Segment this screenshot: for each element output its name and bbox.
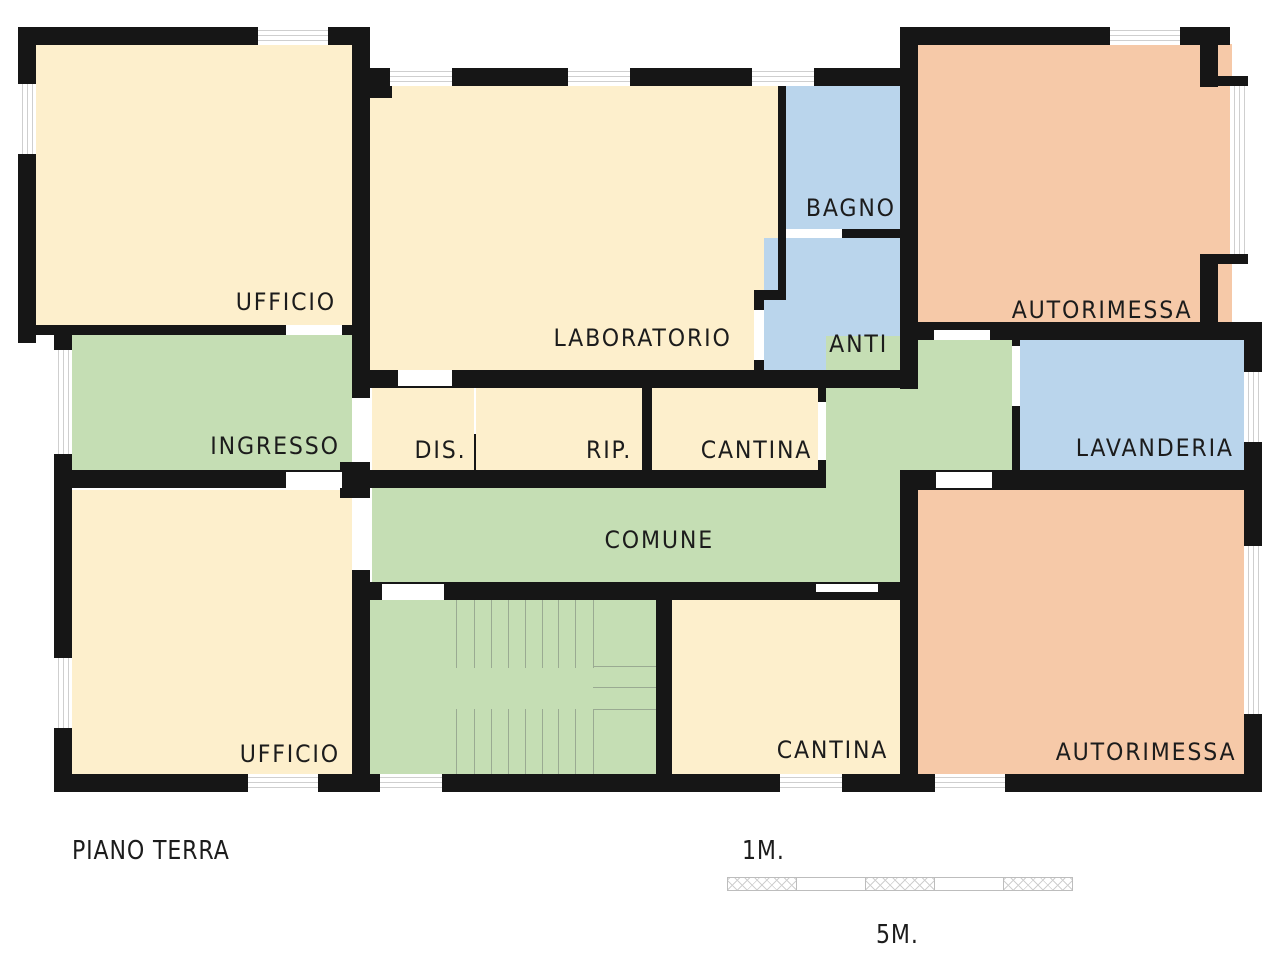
- door: [816, 584, 878, 592]
- wall: [900, 27, 1230, 45]
- scale-label-5m: 5M.: [876, 920, 919, 950]
- wall: [18, 27, 36, 343]
- wall: [1200, 76, 1248, 86]
- window: [752, 68, 814, 86]
- scale-segment: [866, 878, 935, 890]
- room-anti-ext: [786, 238, 902, 298]
- label-bagno: BAGNO: [805, 194, 896, 222]
- door: [352, 498, 370, 570]
- window: [935, 774, 1005, 792]
- door: [352, 398, 370, 462]
- room-bagno: [786, 86, 902, 230]
- window: [390, 68, 452, 86]
- scale-label-1m: 1M.: [742, 836, 785, 866]
- wall: [900, 322, 1262, 340]
- window: [1244, 372, 1262, 442]
- scale-segment: [935, 878, 1004, 890]
- wall: [656, 592, 672, 792]
- door: [286, 325, 342, 335]
- wall: [352, 370, 918, 388]
- door: [936, 472, 992, 488]
- window: [18, 84, 36, 154]
- label-ufficio-bottom: UFFICIO: [239, 740, 340, 768]
- wall: [360, 70, 392, 98]
- label-rip: RIP.: [585, 436, 632, 464]
- room-ufficio-bottom: [72, 490, 354, 774]
- window: [380, 774, 442, 792]
- door: [754, 310, 764, 360]
- wall: [1200, 27, 1218, 87]
- wall: [1244, 470, 1262, 546]
- window: [248, 774, 318, 792]
- wall: [754, 360, 764, 376]
- scale-segment: [797, 878, 866, 890]
- door: [398, 370, 452, 386]
- scale-segment: [1004, 878, 1072, 890]
- wall: [778, 86, 786, 298]
- window: [1230, 86, 1248, 254]
- door: [286, 472, 342, 488]
- wall: [900, 470, 918, 792]
- label-autorimessa-bottom: AUTORIMESSA: [1055, 738, 1236, 766]
- room-lavanderia: [1020, 340, 1244, 470]
- door: [786, 229, 842, 238]
- wall: [54, 774, 1262, 792]
- wall: [754, 290, 786, 300]
- room-autorimessa-bottom: [918, 490, 1244, 776]
- wall: [1200, 254, 1248, 264]
- room-stairs: [370, 600, 658, 776]
- room-rip: [476, 388, 642, 470]
- door: [934, 330, 990, 340]
- wall: [900, 27, 918, 389]
- window: [54, 350, 72, 454]
- window: [1244, 546, 1262, 714]
- wall: [340, 462, 370, 498]
- wall: [474, 434, 476, 470]
- label-ingresso: INGRESSO: [210, 432, 340, 460]
- label-ufficio-top: UFFICIO: [235, 288, 336, 316]
- wall: [340, 470, 826, 488]
- wall: [818, 388, 826, 402]
- label-autorimessa-top: AUTORIMESSA: [1011, 296, 1192, 324]
- label-cantina-top: CANTINA: [700, 436, 812, 464]
- wall: [352, 570, 370, 792]
- window: [1110, 27, 1180, 45]
- scale-segment: [728, 878, 797, 890]
- label-laboratorio: LABORATORIO: [553, 324, 732, 352]
- label-dis: DIS.: [414, 436, 466, 464]
- wall: [54, 470, 354, 488]
- label-anti: ANTI: [829, 330, 888, 358]
- label-comune: COMUNE: [604, 526, 714, 554]
- door: [1012, 346, 1020, 406]
- window: [54, 658, 72, 728]
- wall: [18, 325, 370, 335]
- label-cantina-bottom: CANTINA: [776, 736, 888, 764]
- room-laboratorio-ext: [368, 290, 754, 372]
- window: [780, 774, 842, 792]
- door: [382, 584, 444, 600]
- room-ingresso: [72, 335, 354, 471]
- wall: [1012, 340, 1020, 490]
- room-cantina-bottom: [672, 592, 904, 776]
- room-cantina-top: [652, 388, 818, 470]
- wall: [54, 462, 72, 658]
- wall: [754, 290, 764, 310]
- window: [258, 27, 328, 45]
- wall: [642, 388, 652, 472]
- wall: [352, 582, 908, 600]
- window: [568, 68, 630, 86]
- wall: [1200, 254, 1218, 332]
- label-lavanderia: LAVANDERIA: [1075, 434, 1234, 462]
- room-dis: [372, 388, 474, 470]
- room-comune: [372, 488, 902, 584]
- door: [818, 402, 826, 460]
- wall: [1244, 714, 1262, 792]
- room-autorimessa-top: [918, 44, 1232, 330]
- room-ufficio-top: [36, 44, 354, 326]
- wall: [1244, 322, 1262, 372]
- scale-bar: [727, 877, 1073, 891]
- floor-title: PIANO TERRA: [72, 836, 230, 866]
